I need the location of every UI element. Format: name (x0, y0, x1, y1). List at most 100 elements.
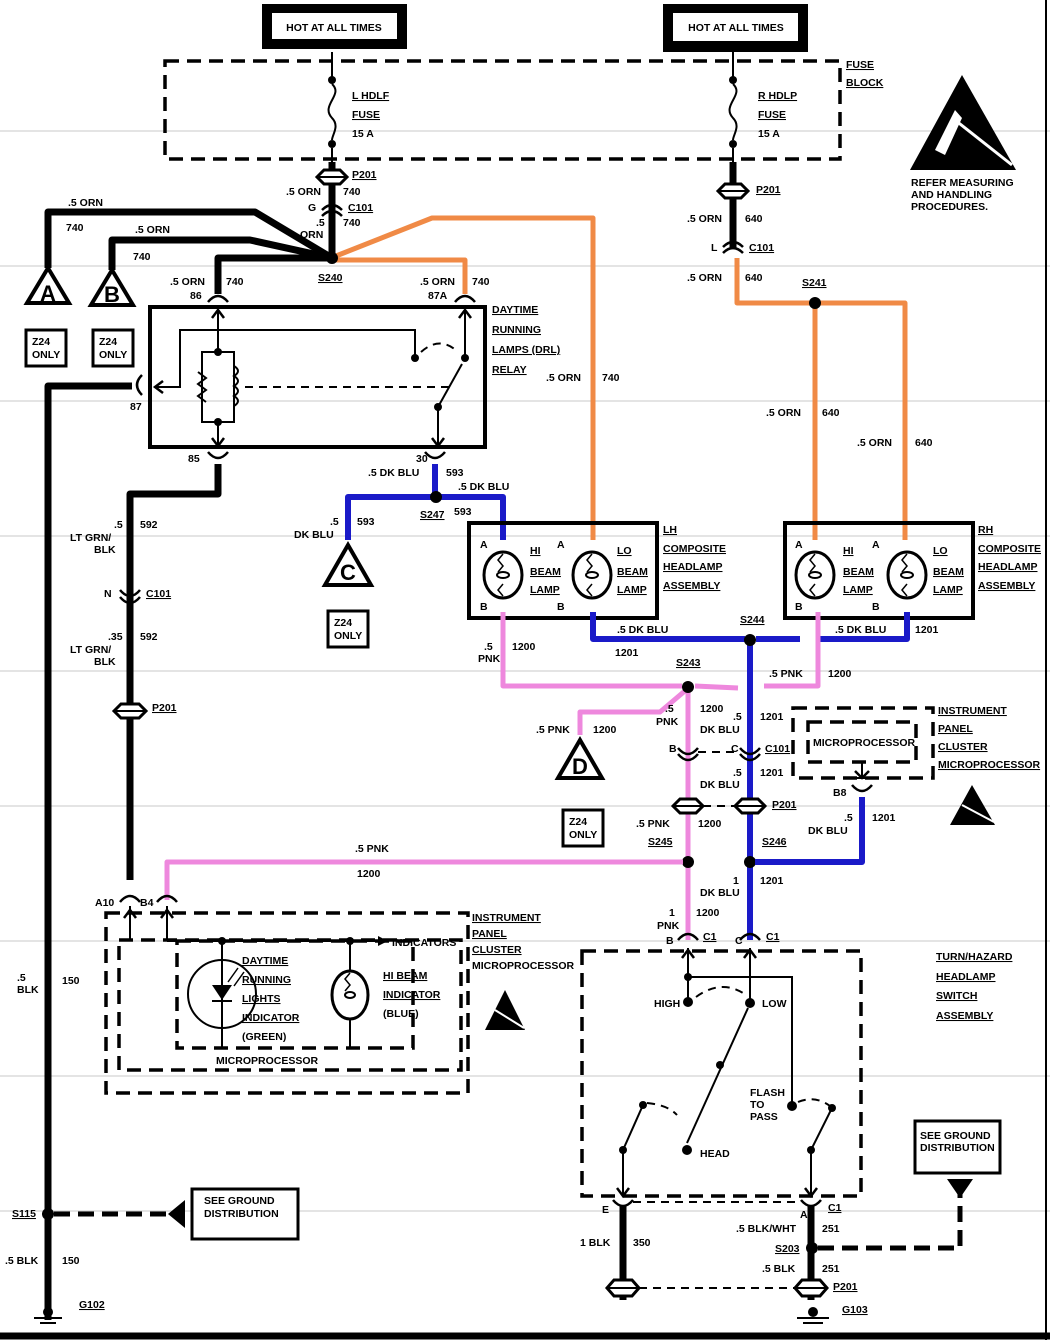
splice-s243: S243 (676, 657, 701, 693)
diagram-label: ASSEMBLY (978, 580, 1035, 592)
circuit-label: 150 (62, 975, 80, 987)
diagram-label: P201 (756, 184, 781, 196)
wire-size-label: .5 (330, 516, 339, 528)
diagram-label: C101 (146, 588, 171, 600)
hot-at-all-times-left: HOT AT ALL TIMES (262, 4, 407, 49)
wire-size-label: .5 DK BLU (835, 624, 886, 636)
wire-size-label: .5 BLK (762, 1263, 796, 1275)
diagram-label: TO (750, 1099, 764, 1111)
diagram-label: S240 (318, 272, 343, 284)
splice-s245: S245 (648, 836, 694, 868)
circuit-label: 640 (822, 407, 840, 419)
circuit-label: 251 (822, 1223, 840, 1235)
circuit-label: 150 (62, 1255, 80, 1267)
diagram-label: B (669, 743, 677, 755)
wire-size-label: .5 ORN (286, 186, 321, 198)
off-page-connector-a: A (23, 264, 73, 306)
wire-size-label: .5 PNK (769, 668, 803, 680)
p201-connector-bottom: P201 (605, 1278, 858, 1298)
off-page-connector-c: C (321, 540, 375, 587)
diagram-label: E (602, 1204, 609, 1216)
circuit-label: 740 (472, 276, 490, 288)
diagram-label: LAMP (843, 584, 873, 596)
circuit-label: 740 (133, 251, 151, 263)
diagram-label: L (711, 242, 718, 254)
diagram-label: 85 (188, 453, 200, 465)
right-fuse: R HDLP FUSE 15 A (728, 52, 797, 162)
diagram-label: HEADLAMP (978, 561, 1038, 573)
circuit-label: 1200 (357, 868, 381, 880)
diagram-label: S115 (12, 1208, 36, 1220)
wire-color-label: PNK (478, 653, 501, 665)
diagram-label: MICROPROCESSOR (216, 1055, 319, 1067)
p201-connector-center: P201 (670, 797, 797, 815)
wire-size-label: .5 ORN (687, 213, 722, 225)
wire-size-label: .5 (665, 703, 674, 715)
wire-size-label: .5 ORN (170, 276, 205, 288)
diagram-label: (BLUE) (383, 1008, 419, 1020)
diagram-label: 30 (416, 453, 428, 465)
diagram-label: INDICATOR (242, 1012, 300, 1024)
circuit-label: 640 (745, 213, 763, 225)
diagram-label: SWITCH (936, 990, 977, 1002)
diagram-label: RH (978, 524, 993, 536)
diagram-label: LAMPS (DRL) (492, 344, 560, 356)
diagram-label: LOW (762, 998, 787, 1010)
circuit-label: 1201 (915, 624, 939, 636)
diagram-label: D (572, 754, 588, 779)
turn-hazard-headlamp-switch-assembly: B C1 C C1 HIGH LOW HEAD FLASH TO PASS (580, 931, 1013, 1199)
diagram-label: A (800, 1209, 808, 1221)
scan-lines (0, 130, 1050, 1212)
drl-relay: 86 87A 87 85 30 DAYTIME RUNNING LAMPS (D… (130, 290, 560, 465)
diagram-label: S241 (802, 277, 827, 289)
drl-indicator-led-icon (187, 941, 257, 1048)
wire-size-label: 1 BLK (580, 1237, 611, 1249)
wire-size-label: .5 ORN (135, 224, 170, 236)
circuit-label: 350 (633, 1237, 651, 1249)
diagram-label: HI (530, 545, 541, 557)
diagram-label: RUNNING (492, 324, 541, 336)
diagram-label: B (104, 282, 120, 307)
diagram-label: DAYTIME (492, 304, 538, 316)
wire-color-label: DK BLU (700, 779, 740, 791)
circuit-label: 740 (343, 186, 361, 198)
wire-size-label: .5 ORN (857, 437, 892, 449)
diagram-label: SEE GROUND (920, 1130, 991, 1142)
wire-size-label: .5 DK BLU (458, 481, 509, 493)
diagram-label: PANEL (472, 928, 507, 940)
diagram-label: A (40, 281, 56, 306)
circuit-label: 1200 (696, 907, 720, 919)
diagram-label: ONLY (32, 349, 60, 361)
diagram-label: B4 (140, 897, 154, 909)
diagram-label: S245 (648, 836, 673, 848)
diagram-label: LO (617, 545, 632, 557)
wire-color-label: DK BLU (700, 887, 740, 899)
diagram-label: BEAM (933, 566, 964, 578)
diagram-label: 87A (428, 290, 448, 302)
circuit-label: 1201 (615, 647, 639, 659)
diagram-label: LAMP (530, 584, 560, 596)
diagram-label: PANEL (938, 723, 973, 735)
wire-color-label: DK BLU (294, 529, 334, 541)
wire-size-label: .5 (114, 519, 123, 531)
p201-connector-592: P201 (111, 702, 177, 720)
wire-size-label: .5 DK BLU (368, 467, 419, 479)
diagram-label: .5 (316, 217, 325, 229)
circuit-label: 251 (822, 1263, 840, 1275)
circuit-label: 1201 (760, 767, 784, 779)
diagram-label: S203 (775, 1243, 800, 1255)
wire-color-label: DK BLU (700, 724, 740, 736)
wire-size-label: .5 PNK (355, 843, 389, 855)
diagram-label: C101 (348, 202, 373, 214)
wire-size-label: .5 DK BLU (617, 624, 668, 636)
z24-only-badge: Z24 ONLY (24, 328, 68, 368)
diagram-label: ORN (300, 229, 323, 241)
diagram-label: LIGHTS (242, 993, 281, 1005)
rh-lo-beam-lamp-icon (886, 550, 928, 600)
ipc-microprocessor-right: MICROPROCESSOR B8 INSTRUMENT PANEL CLUST… (791, 705, 1041, 799)
diagram-label: BEAM (530, 566, 561, 578)
splice-s247: S247 (420, 491, 445, 521)
diagram-label: ONLY (569, 829, 597, 841)
circuit-label: 592 (140, 631, 158, 643)
